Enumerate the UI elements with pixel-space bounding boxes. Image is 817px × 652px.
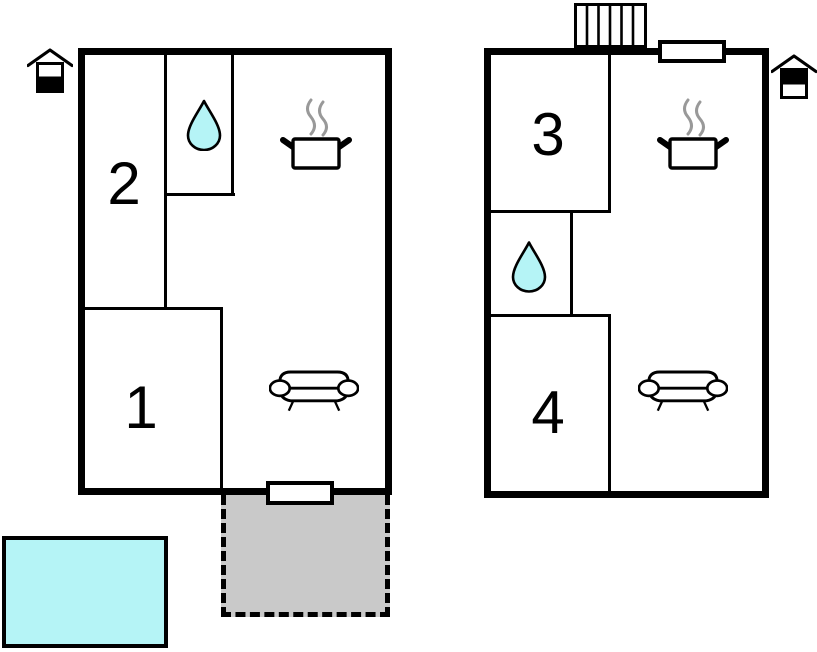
- sofa-icon: [269, 366, 359, 414]
- interior-wall-room4-top: [484, 314, 611, 317]
- cooking-pot-icon: [657, 97, 729, 171]
- water-drop-icon: [510, 240, 548, 293]
- interior-wall-bathroom1-bottom: [164, 193, 235, 196]
- interior-wall-room4-right: [608, 314, 611, 498]
- house-orientation-icon-ground-floor: [27, 48, 73, 94]
- floor-plan-2-outline: [484, 48, 769, 498]
- window: [658, 40, 726, 63]
- terrace-area: [221, 495, 390, 617]
- house-orientation-icon-upper-floor: [771, 54, 817, 100]
- interior-wall-bathroom1-right: [231, 48, 234, 196]
- interior-wall-room2-right: [164, 48, 167, 310]
- water-drop-icon: [185, 99, 223, 151]
- entrance-door: [266, 481, 334, 505]
- interior-wall-room1-right: [220, 307, 223, 495]
- interior-wall-bathroom2-right: [570, 210, 573, 317]
- pool: [2, 536, 168, 648]
- floor-plan-1-outline: [78, 48, 392, 495]
- room-label-2: 2: [107, 150, 141, 217]
- sofa-icon: [638, 366, 728, 414]
- interior-wall-room3-bottom: [484, 210, 611, 213]
- interior-wall-room3-right: [608, 48, 611, 213]
- stairs-icon: [574, 3, 647, 48]
- room-label-4: 4: [531, 379, 565, 446]
- interior-wall-room1-top: [78, 307, 223, 310]
- room-label-3: 3: [531, 101, 565, 168]
- room-label-1: 1: [124, 374, 158, 441]
- cooking-pot-icon: [280, 97, 352, 171]
